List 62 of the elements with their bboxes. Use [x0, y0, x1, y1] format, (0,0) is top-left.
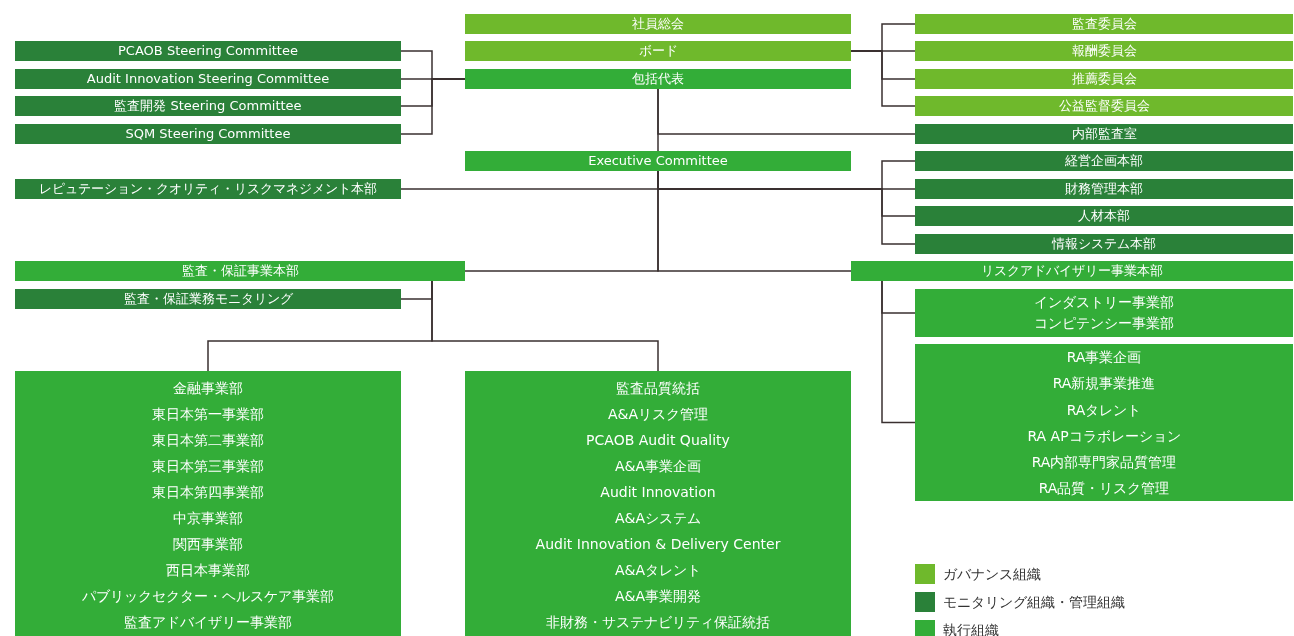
unit-label: 西日本事業部: [165, 561, 251, 580]
org-box: 監査・保証業務モニタリング: [15, 289, 401, 309]
unit-label: A&A事業開発: [613, 587, 703, 606]
unit-label: 関西事業部: [172, 535, 244, 554]
connector-line: [881, 280, 916, 424]
unit-label: RA品質・リスク管理: [1037, 479, 1171, 499]
org-box: SQM Steering Committee: [15, 124, 401, 144]
org-box: 内部監査室: [915, 124, 1293, 144]
unit-label: 監査アドバイザリー事業部: [123, 613, 293, 632]
org-box: 財務管理本部: [915, 179, 1293, 199]
org-box: リスクアドバイザリー事業本部: [851, 261, 1293, 281]
unit-label: 非財務・サステナビリティ保証統括: [545, 613, 771, 632]
unit-label: 中京事業部: [172, 509, 244, 528]
unit-label: RA APコラボレーション: [1026, 426, 1182, 446]
legend-label: 執行組織: [943, 621, 999, 636]
unit-label: 東日本第二事業部: [151, 431, 265, 450]
unit-label: 東日本第四事業部: [151, 483, 265, 502]
org-box: 経営企画本部: [915, 151, 1293, 171]
unit-label: Audit Innovation & Delivery Center: [534, 535, 782, 554]
unit-label: 東日本第三事業部: [151, 457, 265, 476]
unit-label: Audit Innovation: [599, 483, 717, 502]
connector-line: [400, 78, 466, 135]
unit-label: コンピテンシー事業部: [1033, 314, 1175, 333]
org-box: 公益監督委員会: [915, 96, 1293, 116]
org-box: Executive Committee: [465, 151, 851, 171]
unit-label: RA内部専門家品質管理: [1030, 453, 1178, 473]
org-box: ボード: [465, 41, 851, 61]
unit-label: インダストリー事業部: [1033, 293, 1175, 312]
unit-label: 金融事業部: [172, 379, 244, 398]
connector-line: [657, 170, 852, 272]
org-box: 報酬委員会: [915, 41, 1293, 61]
org-box: 監査委員会: [915, 14, 1293, 34]
unit-label: RA新規事業推進: [1051, 374, 1157, 394]
unit-label: A&Aリスク管理: [606, 405, 710, 424]
org-box: 監査・保証事業本部: [15, 261, 465, 281]
org-box: Audit Innovation Steering Committee: [15, 69, 401, 89]
org-box: 包括代表: [465, 69, 851, 89]
unit-label: A&A事業企画: [613, 457, 703, 476]
org-box: [465, 371, 851, 636]
org-box: 監査開発 Steering Committee: [15, 96, 401, 116]
org-box: 推薦委員会: [915, 69, 1293, 89]
unit-label: パブリックセクター・ヘルスケア事業部: [81, 587, 335, 606]
connector-line: [850, 50, 916, 107]
org-box: [915, 289, 1293, 337]
org-box: [915, 344, 1293, 501]
unit-label: RAタレント: [1065, 400, 1143, 420]
unit-label: 東日本第一事業部: [151, 405, 265, 424]
connector-line: [431, 280, 659, 372]
org-box: PCAOB Steering Committee: [15, 41, 401, 61]
org-box: 社員総会: [465, 14, 851, 34]
unit-label: 監査品質統括: [615, 379, 701, 398]
unit-label: RA事業企画: [1065, 348, 1143, 367]
org-box: 情報システム本部: [915, 234, 1293, 254]
unit-label: A&Aタレント: [613, 561, 703, 580]
org-box: レピュテーション・クオリティ・リスクマネジメント本部: [15, 179, 401, 199]
legend-label: ガバナンス組織: [943, 565, 1041, 584]
org-box: [15, 371, 401, 636]
unit-label: PCAOB Audit Quality: [585, 431, 731, 450]
unit-label: A&Aシステム: [613, 509, 703, 528]
org-box: 人材本部: [915, 206, 1293, 226]
connector-line: [657, 88, 659, 152]
legend-label: モニタリング組織・管理組織: [943, 593, 1125, 612]
